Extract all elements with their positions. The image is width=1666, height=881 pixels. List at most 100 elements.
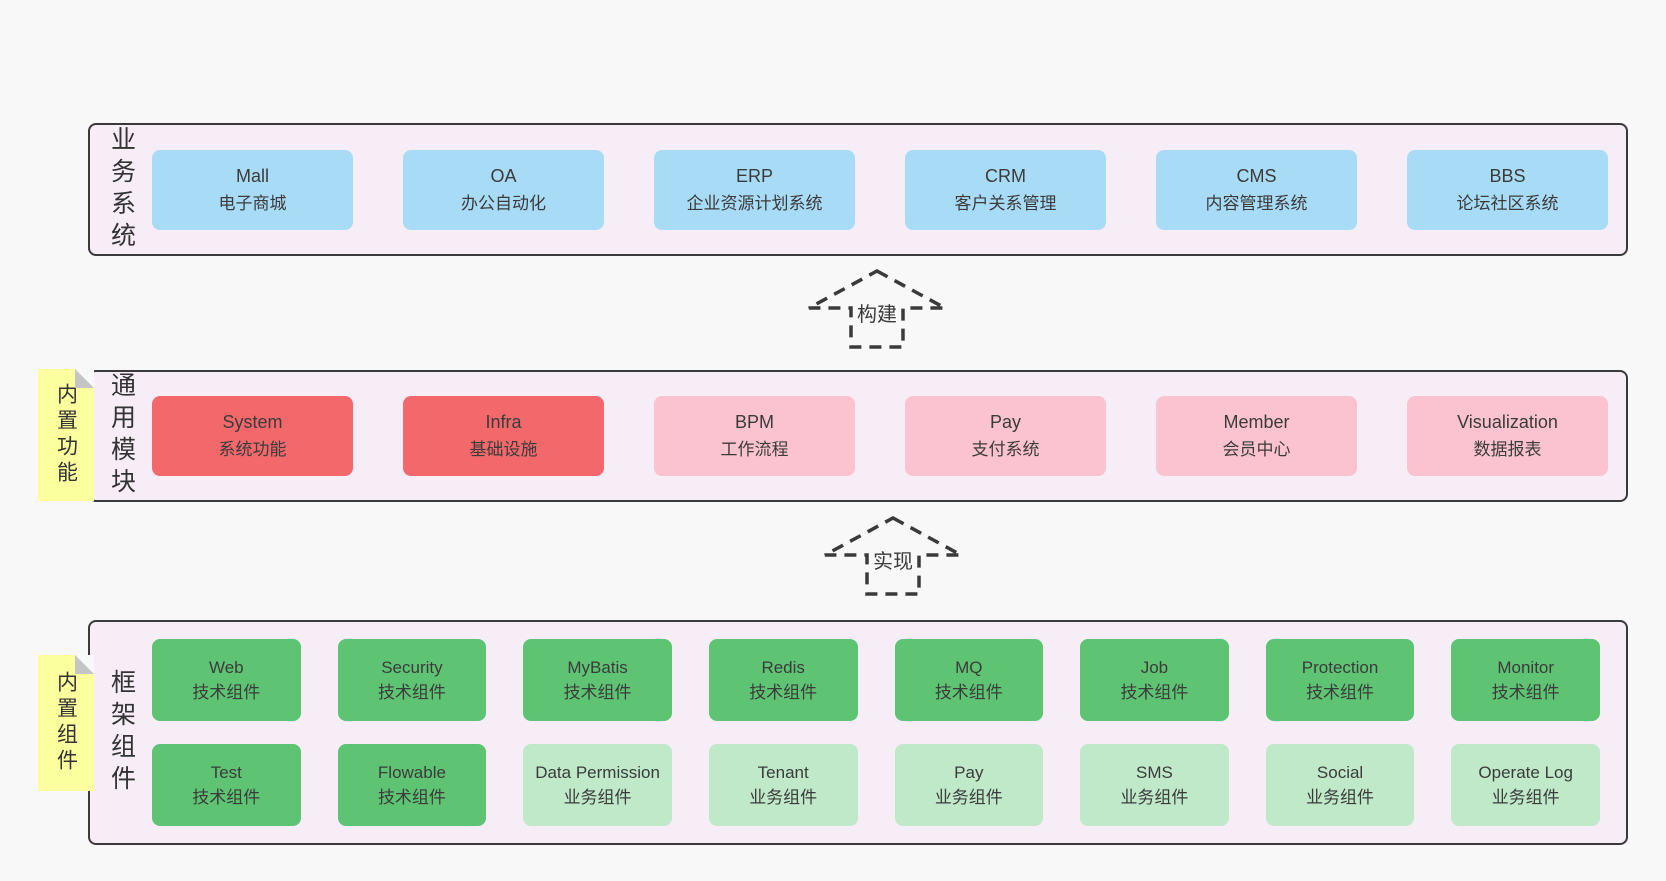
box-label-zh: 业务组件 — [1120, 788, 1189, 807]
box-label-zh: 数据报表 — [1473, 440, 1542, 459]
box-tenant: Tenant 业务组件 — [708, 744, 858, 826]
box-label-zh: 电子商城 — [218, 193, 287, 213]
box-crm: CRM 客户关系管理 — [905, 149, 1106, 230]
box-label-zh: 技术组件 — [377, 683, 446, 702]
box-label-zh: 技术组件 — [563, 683, 632, 702]
business-boxes-row: Mall 电子商城 OA 办公自动化 ERP 企业资源计划系统 CRM 客户关系管理 CMS 内容… — [152, 149, 1626, 230]
box-label-zh: 技术组件 — [934, 683, 1003, 702]
arrow-build: 构建 — [806, 268, 948, 350]
box-label-en: Visualization — [1457, 412, 1558, 432]
box-label-zh: 业务组件 — [934, 788, 1003, 807]
box-label-en: Data Permission — [535, 763, 660, 782]
box-label-en: Job — [1140, 658, 1169, 677]
box-label-en: Member — [1223, 412, 1290, 432]
box-label-zh: 业务组件 — [749, 788, 818, 807]
box-label-en: Mall — [235, 165, 269, 186]
sticky-note-built-in-features: 内置功能 — [38, 369, 94, 501]
box-mq: MQ 技术组件 — [894, 639, 1044, 721]
box-label-en: Pay — [954, 763, 984, 782]
arrow-implement-shape — [824, 516, 962, 596]
box-job: Job 技术组件 — [1080, 639, 1229, 721]
box-label-en: Social — [1316, 763, 1364, 782]
box-label-en: SMS — [1136, 763, 1173, 782]
box-label-zh: 技术组件 — [377, 788, 446, 807]
box-label-zh: 业务组件 — [1491, 788, 1560, 807]
box-label-en: Redis — [761, 658, 805, 677]
box-infra: Infra 基础设施 — [403, 396, 604, 476]
box-visualization: Visualization 数据报表 — [1407, 396, 1608, 476]
box-label-zh: 技术组件 — [1120, 683, 1189, 702]
box-label-zh: 技术组件 — [1306, 683, 1375, 702]
box-mybatis: MyBatis 技术组件 — [523, 639, 672, 721]
box-label-en: MyBatis — [567, 658, 628, 677]
arrow-build-label: 构建 — [854, 298, 900, 327]
band-components-vertical-label: 框架组件 — [107, 668, 136, 797]
band-modules-vertical-label: 通用模块 — [107, 372, 136, 500]
box-label-en: CMS — [1236, 165, 1277, 186]
box-label-zh: 企业资源计划系统 — [686, 193, 823, 213]
box-flowable: Flowable 技术组件 — [337, 744, 487, 826]
band-components-label-column: 框架组件 — [90, 622, 152, 843]
box-label-en: MQ — [955, 658, 983, 677]
box-member: Member 会员中心 — [1156, 396, 1357, 476]
box-label-en: OA — [490, 165, 517, 186]
box-bpm: BPM 工作流程 — [654, 396, 855, 476]
box-protection: Protection 技术组件 — [1265, 639, 1415, 721]
box-label-en: Monitor — [1497, 658, 1555, 677]
box-label-en: System — [222, 412, 283, 432]
box-oa: OA 办公自动化 — [403, 149, 604, 230]
box-label-zh: 技术组件 — [1491, 683, 1560, 702]
box-cms: CMS 内容管理系统 — [1156, 149, 1357, 230]
box-label-zh: 基础设施 — [469, 440, 538, 459]
box-label-en: Web — [208, 658, 244, 677]
box-label-zh: 技术组件 — [192, 788, 261, 807]
box-label-en: Test — [210, 763, 242, 782]
box-monitor: Monitor 技术组件 — [1451, 639, 1600, 721]
band-modules-label-column: 通用模块 — [90, 372, 152, 500]
box-label-en: Protection — [1301, 658, 1379, 677]
box-label-en: CRM — [985, 165, 1026, 186]
box-redis: Redis 技术组件 — [708, 639, 858, 721]
box-label-en: ERP — [735, 165, 773, 186]
box-label-zh: 会员中心 — [1222, 440, 1291, 459]
box-label-en: Tenant — [757, 763, 809, 782]
box-label-zh: 业务组件 — [1306, 788, 1375, 807]
box-erp: ERP 企业资源计划系统 — [654, 149, 855, 230]
band-business-label-column: 业务系统 — [90, 125, 152, 254]
box-social: Social 业务组件 — [1265, 744, 1415, 826]
arrow-implement-label: 实现 — [870, 545, 916, 574]
band-business-systems: 业务系统 Mall 电子商城 OA 办公自动化 ERP 企业资源计划系统 CRM 客户关系管理… — [88, 123, 1628, 256]
box-label-zh: 技术组件 — [192, 683, 261, 702]
box-label-zh: 工作流程 — [720, 440, 789, 459]
box-label-en: Pay — [989, 412, 1022, 432]
arrow-build-shape — [808, 269, 946, 349]
box-pay: Pay 业务组件 — [894, 744, 1044, 826]
box-label-zh: 技术组件 — [749, 683, 818, 702]
box-label-zh: 内容管理系统 — [1205, 193, 1308, 213]
sticky-note-built-in-components: 内置组件 — [38, 655, 94, 791]
box-label-zh: 办公自动化 — [461, 193, 546, 213]
arrow-implement: 实现 — [822, 515, 964, 597]
band-business-vertical-label: 业务系统 — [107, 125, 136, 254]
box-label-en: BBS — [1489, 165, 1526, 186]
box-sms: SMS 业务组件 — [1080, 744, 1229, 826]
box-web: Web 技术组件 — [152, 639, 301, 721]
sticky-built-in-features-label: 内置功能 — [54, 383, 78, 487]
box-label-zh: 客户关系管理 — [954, 193, 1057, 213]
box-label-en: BPM — [734, 412, 774, 432]
box-label-en: Infra — [485, 412, 522, 432]
box-label-en: Flowable — [377, 763, 446, 782]
